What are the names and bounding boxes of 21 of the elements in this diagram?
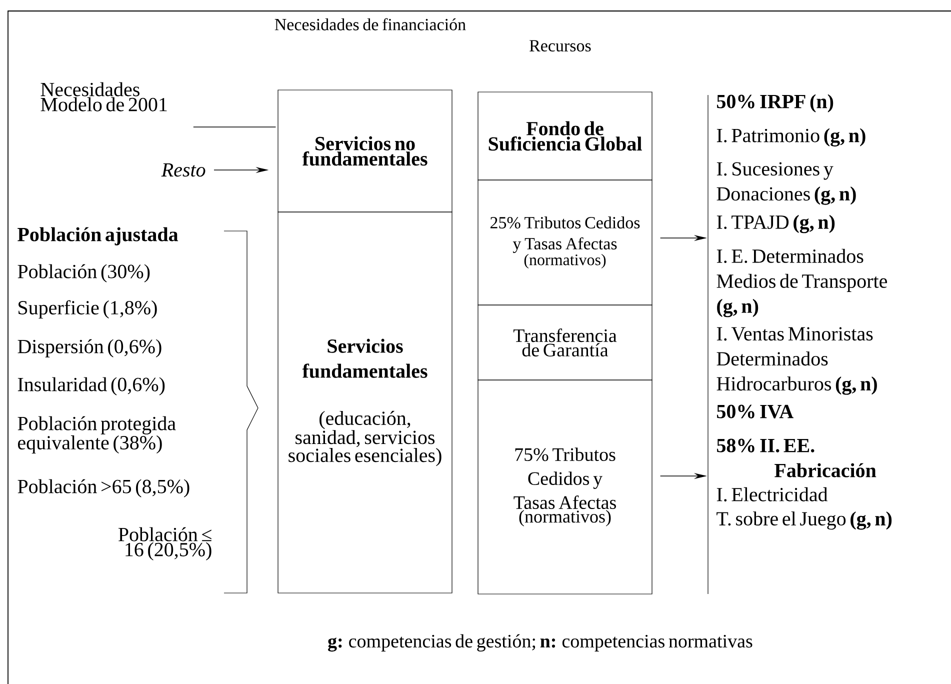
connector-line: [193, 126, 276, 128]
process-box: Transferencia de Garantía: [478, 304, 652, 380]
process-box: Servicios fundamentales (educación, sanidad, servicios sociales esenciales): [278, 212, 452, 594]
note-text: g: competencias de gestión; n: competencias normativas: [328, 634, 752, 652]
column-heading: Necesidades de financiación: [274, 18, 466, 30]
process-box: 75% Tributos Cedidos y Tasas Afectas (normativos): [478, 380, 652, 594]
process-box: Servicios no fundamentales: [278, 90, 452, 212]
factor-label: Población >65 (8,5%): [18, 479, 190, 498]
factor-label: Población (30%): [18, 264, 150, 282]
factor-heading: Población ajustada: [18, 227, 178, 246]
process-box: Fondo de Suficiencia Global: [478, 92, 652, 180]
annotation-text: Necesidades Modelo de 2001: [40, 82, 167, 112]
tax-list: 50% IRPF (n) I. Patrimonio (g, n) I. Sucesiones y Donaciones (g, n) I. TPAJD (g, n) I. E. Determinados Medios de Transporte (g, n) I. Ventas Minoristas Determinados Hidrocarburos (g, n) 50% IVA 58% II. EE. Fabricación I. Electricidad T. sobre el Juego (g, n): [708, 94, 892, 594]
factor-label: Población ≤ 16 (20,5%): [118, 527, 212, 560]
process-box: 25% Tributos Cedidos y Tasas Afectas (normativos): [478, 180, 652, 306]
factor-label: Superficie (1,8%): [18, 300, 157, 319]
factor-label: Insularidad (0,6%): [18, 377, 165, 396]
column-heading: Recursos: [530, 40, 591, 52]
annotation-text: Resto: [161, 163, 206, 177]
factor-label: Dispersión (0,6%): [18, 339, 162, 358]
factor-label: Población protegida equivalente (38%): [18, 416, 176, 454]
